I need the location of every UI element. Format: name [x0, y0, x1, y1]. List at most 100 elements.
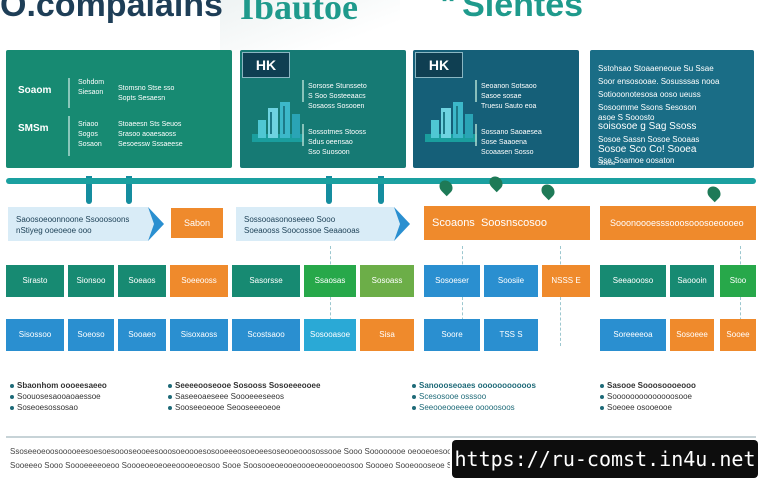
- stage-arrow-2-line-1: Sossooasonoseeeo Sooo: [244, 215, 336, 224]
- panel-4-text-2: Soor ensosooae. Sosusssas nooa: [598, 77, 720, 86]
- panel-2-text-2a: Sossotmes Stooss: [308, 129, 366, 136]
- panel-4: Sstohsao Stoaaeneoue Su Ssae Soor ensoso…: [590, 50, 754, 168]
- panel-2-text-1c: Sosaoss Sosooen: [308, 103, 365, 110]
- grid-cell: NSSS E: [542, 265, 590, 297]
- legend-item: Soeoee osooeooe: [600, 402, 696, 413]
- legend-item: Seeooeooeeee ooooosoos: [412, 402, 536, 413]
- watermark-url: https://ru-comst.in4u.net: [452, 440, 758, 478]
- panel-4-text-7: Sosoe Sassn Sosoe Sooaas: [598, 135, 700, 144]
- panel-1-text-2d: Stoaeesn Sts Seuos: [118, 121, 182, 128]
- panel-1-divider-1: [68, 78, 70, 108]
- bullet-icon: [10, 405, 14, 410]
- grid-cell: Soore: [424, 319, 480, 351]
- panel-1-text-2a: Sriaoo: [78, 121, 99, 128]
- grid-cell: Sirasto: [6, 265, 64, 297]
- building-icon: [425, 102, 477, 142]
- panel-1-text-1c: Stomsno Stse sso: [118, 85, 175, 92]
- stage-orange-1: Sabon: [171, 208, 223, 238]
- legend-col-4: Sasooe Sooosoooeooo Soooooooooooooosooe …: [600, 380, 696, 413]
- grid-cell: Soreeeeoa: [600, 319, 666, 351]
- panel-3-text-2a: Sossano Saoaesea: [481, 129, 542, 136]
- panel-4-text-6: soisosoe g Sag Ssoss: [598, 121, 697, 132]
- building-icon: [252, 102, 304, 142]
- bullet-icon: [600, 383, 604, 388]
- legend-col-2: Seeeeooseooe Sosooss Sosoeeeooee Saseeoa…: [168, 380, 320, 413]
- panel-4-text-1: Sstohsao Stoaaeneoue Su Ssae: [598, 64, 714, 73]
- bullet-icon: [168, 394, 172, 399]
- timeline-connector: [378, 176, 384, 204]
- grid-cell: Sooaeo: [118, 319, 166, 351]
- grid-cell: Sionsoo: [68, 265, 114, 297]
- footer-text-1: Ssoseeoeoosooooeesoesoesoooseooeesooosoe…: [10, 447, 450, 456]
- grid-cell: TSS S: [484, 319, 538, 351]
- stage-arrow-1-line-1: Saoosoeoonnoone Ssooosoons: [16, 215, 130, 224]
- stage-arrow-1: Saoosoeoonnoone Ssooosoons nStiyeg ooeoeo…: [8, 207, 164, 241]
- panel-4-text-5: asoe S Sooosto: [598, 113, 655, 122]
- panel-3-divider-1: [475, 80, 477, 102]
- panel-2-text-1a: Sorsose Stunsseto: [308, 83, 367, 90]
- panel-4-text-9: Sse Soamoe oosaton: [598, 156, 675, 165]
- stage-arrow-1-line-2: nStiyeg ooeoeoe ooo: [16, 226, 92, 235]
- grid-cell: Scostsaoo: [232, 319, 300, 351]
- bullet-icon: [412, 394, 416, 399]
- legend-item: Scesosooe osssoo: [412, 391, 536, 402]
- stage-orange-2: Scoaons Soosnscosoo: [424, 206, 590, 240]
- marker-pin-icon: [538, 181, 558, 201]
- footer-text-2: Sooeeeo Sooo Soooeeeeoeoo Soooeoeoeoeeoo…: [10, 461, 450, 470]
- bullet-icon: [10, 383, 14, 388]
- panel-3-logo: HK: [415, 52, 463, 78]
- panel-1-text-1a: Sohdom: [78, 79, 105, 86]
- stage-arrow-2-line-2: Soeaooss Soocossoe Seaaooas: [244, 226, 360, 235]
- panel-1-text-2c: Sosaon: [78, 141, 102, 148]
- marker-pin-icon: [704, 183, 724, 203]
- legend-item: Sooseeoeooe Seooseeeoeoe: [168, 402, 320, 413]
- grid-cell: Saoooin: [670, 265, 714, 297]
- stage-orange-2-label-2: Soosnscosoo: [480, 217, 547, 229]
- bullet-icon: [168, 405, 172, 410]
- bullet-icon: [412, 383, 416, 388]
- legend-col-1: Sbaonhom oooeesaeeo Soouosesaooaoaessoe …: [10, 380, 107, 413]
- panel-3-text-1a: Seoanon Sotsaoo: [481, 83, 537, 90]
- panel-3-divider-2: [475, 124, 477, 146]
- grid-cell: Ssaosas: [304, 265, 356, 297]
- panel-1-text-2e: Srasoo aoaesaoss: [118, 131, 176, 138]
- panel-3-text-2c: Scoaasen Sosso: [481, 149, 534, 156]
- timeline-connector: [326, 176, 332, 204]
- title-left: O.compaiains: [0, 0, 223, 24]
- grid-cell: Soosiie: [484, 265, 538, 297]
- legend-item: Sbaonhom oooeesaeeo: [10, 380, 107, 391]
- panel-4-text-8: Sosoe Sco Co! Sooea: [598, 144, 697, 155]
- legend-item: Sasooe Sooosoooeooo: [600, 380, 696, 391]
- panel-2-divider-1: [302, 80, 304, 102]
- legend-item: Seeeeooseooe Sosooss Sosoeeeooee: [168, 380, 320, 391]
- grid-cell: Sosooasoe: [304, 319, 356, 351]
- stage-orange-3: Sooonoooesssooosooosoeoooeo: [600, 206, 756, 240]
- title-center: Ibautoe: [240, 0, 359, 27]
- panel-2: HK Sorsose Stunsseto S Soo Sosteeaacs So…: [240, 50, 406, 168]
- panel-1-text-1d: Sopts Sesaesn: [118, 95, 166, 102]
- panel-1-text-2f: Sesoessw Sssaeese: [118, 141, 183, 148]
- panel-2-logo: HK: [242, 52, 290, 78]
- bullet-icon: [412, 405, 416, 410]
- panel-3-text-1b: Sasoe sosae: [481, 93, 522, 100]
- panel-2-text-2b: Sdus oeensao: [308, 139, 353, 146]
- grid-cell: Sisoxaoss: [170, 319, 228, 351]
- panel-1-text-2b: Sogos: [78, 131, 98, 138]
- panel-4-text-10: Soeoe: [598, 161, 616, 167]
- timeline-bar: [6, 178, 756, 184]
- legend-item: Sanoooseoaes ooooooooooos: [412, 380, 536, 391]
- legend-item: Saseeoaeseee Soooeeeseeos: [168, 391, 320, 402]
- bullet-icon: [10, 394, 14, 399]
- grid-cell: Sisossoo: [6, 319, 64, 351]
- panel-1: Soaom SMSm Sohdom Siesaon Stomsno Stse s…: [6, 50, 232, 168]
- grid-cell: Sosoeser: [424, 265, 480, 297]
- title-right-text: Sientes: [462, 0, 584, 24]
- grid-cell: Soeeooss: [170, 265, 228, 297]
- grid-cell: Stoo: [720, 265, 756, 297]
- grid-cell: Sosoass: [360, 265, 414, 297]
- legend-col-3: Sanoooseoaes ooooooooooos Scesosooe osss…: [412, 380, 536, 413]
- footer-divider: [6, 436, 756, 438]
- title-right-prefix: ": [440, 0, 457, 24]
- panel-3-text-1c: Truesu Sauto eoa: [481, 103, 537, 110]
